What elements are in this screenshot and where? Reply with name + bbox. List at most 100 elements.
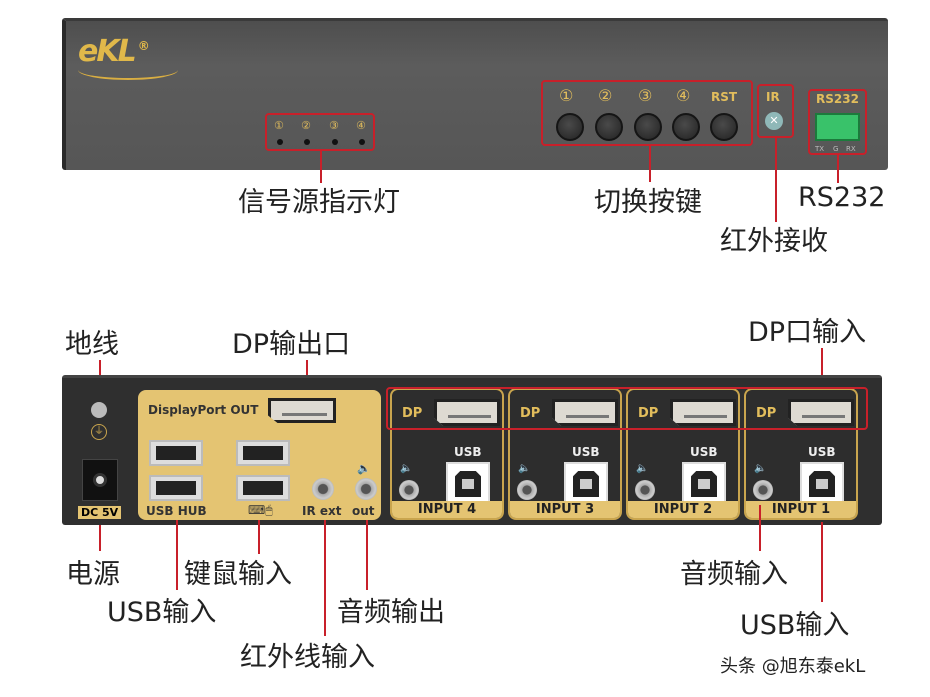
input-label: INPUT 2 — [628, 501, 738, 518]
dp-label: DP — [638, 406, 659, 421]
annotation-line — [324, 520, 326, 636]
label-ir-in: 红外线输入 — [240, 642, 375, 673]
rs232-port-label: RS232 — [816, 92, 859, 106]
watermark: 头条 @旭东泰ekL — [720, 656, 866, 677]
switch-button-2[interactable] — [595, 113, 623, 141]
front-panel — [62, 18, 888, 170]
speaker-icon: 🔈 — [754, 463, 767, 474]
dp-out-label: DisplayPort OUT — [148, 403, 259, 417]
ir-ext-jack — [312, 478, 334, 500]
dc-power-jack — [82, 459, 118, 501]
dp-label: DP — [756, 406, 777, 421]
audio-in-jack — [753, 480, 773, 500]
usb-b-port — [564, 462, 608, 504]
rs232-pin-g: G — [833, 145, 839, 153]
dp-label: DP — [402, 406, 423, 421]
ground-screw — [91, 402, 107, 418]
input-2-panel: DP USB 🔈 INPUT 2 — [626, 388, 740, 520]
usb-hub-port-1 — [149, 440, 203, 466]
button-rst-label: RST — [711, 90, 738, 104]
speaker-icon: 🔈 — [518, 463, 531, 474]
label-km-in: 键鼠输入 — [184, 559, 292, 590]
switch-highlight — [541, 80, 753, 146]
switch-button-1[interactable] — [556, 113, 584, 141]
dp-in-port — [670, 399, 736, 426]
label-led: 信号源指示灯 — [238, 187, 400, 218]
usb-b-port — [446, 462, 490, 504]
audio-in-jack — [635, 480, 655, 500]
km-port-2 — [236, 475, 290, 501]
usb-label: USB — [454, 445, 482, 459]
annotation-line — [176, 520, 178, 590]
label-power: 电源 — [66, 559, 120, 590]
annotation-line — [320, 151, 322, 183]
label-audio-out: 音频输出 — [337, 597, 445, 628]
label-usb-in: USB输入 — [107, 597, 217, 628]
usb-b-port — [800, 462, 844, 504]
usb-label: USB — [572, 445, 600, 459]
button-3-label: ③ — [638, 86, 653, 105]
annotation-line — [759, 505, 761, 551]
led-1 — [277, 139, 283, 145]
input-label: INPUT 1 — [746, 501, 856, 518]
label-switch: 切换按键 — [594, 187, 702, 218]
speaker-icon: 🔈 — [400, 463, 413, 474]
rs232-terminal — [815, 113, 860, 141]
annotation-line — [649, 146, 651, 182]
led-3 — [332, 139, 338, 145]
led-4 — [359, 139, 365, 145]
usb-label: USB — [690, 445, 718, 459]
usb-hub-label: USB HUB — [146, 504, 207, 518]
button-4-label: ④ — [676, 86, 691, 105]
usb-hub-port-2 — [149, 475, 203, 501]
annotation-line — [775, 138, 777, 222]
rs232-pin-rx: RX — [846, 145, 856, 153]
led-1-label: ① — [274, 119, 284, 132]
dp-out-port — [268, 398, 336, 423]
logo-swoosh — [78, 68, 178, 80]
dp-in-port — [788, 399, 854, 426]
annotation-line — [99, 525, 101, 551]
dp-label: DP — [520, 406, 541, 421]
dp-in-port — [552, 399, 618, 426]
switch-button-3[interactable] — [634, 113, 662, 141]
input-label: INPUT 3 — [510, 501, 620, 518]
annotation-line — [821, 522, 823, 602]
led-3-label: ③ — [329, 119, 339, 132]
label-rs232: RS232 — [798, 182, 886, 213]
annotation-line — [366, 520, 368, 590]
input-3-panel: DP USB 🔈 INPUT 3 — [508, 388, 622, 520]
led-4-label: ④ — [356, 119, 366, 132]
button-1-label: ① — [559, 86, 574, 105]
dp-in-highlight — [386, 387, 868, 430]
rs232-pin-tx: TX — [815, 145, 825, 153]
label-usb-in-2: USB输入 — [740, 610, 850, 641]
annotation-line — [821, 348, 823, 388]
label-dp-in: DP口输入 — [748, 317, 867, 348]
label-ir: 红外接收 — [720, 226, 828, 257]
led-highlight — [265, 113, 375, 151]
led-2-label: ② — [301, 119, 311, 132]
switch-button-4[interactable] — [672, 113, 700, 141]
usb-label: USB — [808, 445, 836, 459]
label-dp-out: DP输出口 — [232, 329, 351, 360]
keyboard-mouse-icon: ⌨🖱 — [248, 503, 273, 517]
input-1-panel: DP USB 🔈 INPUT 1 — [744, 388, 858, 520]
dp-in-port — [434, 399, 500, 426]
reset-button[interactable] — [710, 113, 738, 141]
label-ground: 地线 — [65, 329, 119, 360]
button-2-label: ② — [598, 86, 613, 105]
usb-b-port — [682, 462, 726, 504]
rs232-highlight — [808, 89, 867, 155]
out-label: out — [352, 504, 375, 518]
speaker-icon: 🔈 — [357, 462, 371, 475]
label-audio-in: 音频输入 — [680, 559, 788, 590]
ir-ext-label: IR ext — [302, 504, 342, 518]
ir-label: IR — [766, 90, 780, 104]
ir-highlight — [757, 84, 794, 138]
ekl-logo: eKL® — [78, 34, 150, 69]
input-label: INPUT 4 — [392, 501, 502, 518]
speaker-icon: 🔈 — [636, 463, 649, 474]
dc-label: DC 5V — [78, 506, 122, 519]
annotation-line — [837, 155, 839, 183]
